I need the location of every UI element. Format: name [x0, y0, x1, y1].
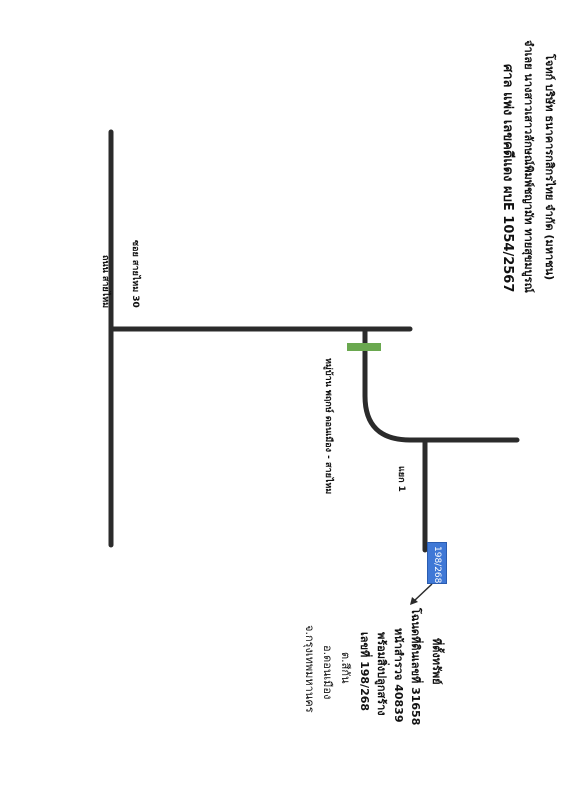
- property-survey: หน้าสำรวจ 40839: [392, 628, 405, 723]
- main-road-label: ถนน สายไหม: [100, 255, 110, 309]
- property-district: อ.ดอนเมือง: [321, 645, 334, 700]
- property-subdistrict: ต.สีกัน: [339, 652, 352, 684]
- property-province: จ.กรุงเทพมหานคร: [303, 625, 316, 713]
- pointer-arrow-line: [413, 583, 433, 602]
- property-building: พร้อมสิ่งปลูกสร้าง: [375, 632, 388, 716]
- property-heading: ที่ตั้งทรัพย์: [430, 638, 443, 685]
- property-deed: โฉนดที่ดินเลขที่ 31658: [409, 608, 422, 726]
- court-case-line: ศาล แพ่ง เลขคดีแดง ผบE 1054/2567: [500, 64, 515, 293]
- branch-label: แยก 1: [396, 466, 406, 492]
- soi-label: ซอย สายไหม 30: [130, 240, 140, 308]
- plaintiff-line: โจทก์ บริษัท ธนาคารกสิกรไทย จำกัด (มหาชน…: [543, 54, 556, 281]
- pointer-arrow-head: [410, 597, 418, 605]
- village-road: [362, 328, 520, 443]
- defendant-line: จำเลย นางสาวเสาวลักษณ์พิมพ์ชญามัท ทายสุข…: [522, 40, 535, 293]
- village-label: หมู่บ้าน พฤกษ์ ดอนเมือง - สายไหม: [323, 358, 333, 495]
- property-marker-label: 198/268: [432, 546, 442, 584]
- village-gate: [347, 343, 381, 351]
- property-marker: 198/268: [427, 542, 447, 584]
- property-number: เลขที่ 198/268: [358, 632, 371, 712]
